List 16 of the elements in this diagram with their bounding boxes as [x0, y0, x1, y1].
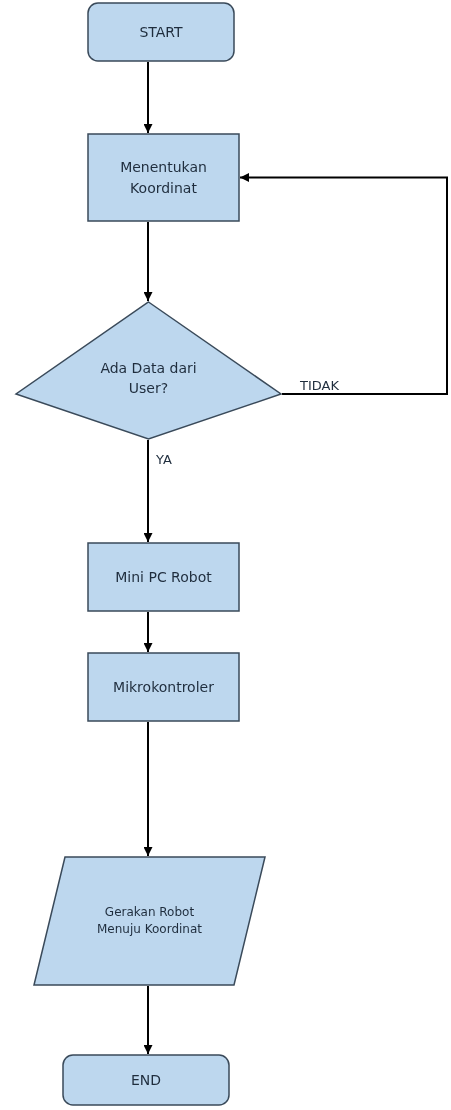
node-label: Mini PC Robot [115, 567, 212, 587]
arrow [143, 721, 153, 857]
edge-label: YA [154, 452, 174, 467]
node-label: Mikrokontroler [113, 677, 214, 697]
arrow [143, 61, 153, 134]
edge-label: TIDAK [298, 378, 341, 393]
node-label: Menentukan Koordinat [119, 158, 208, 198]
node-label: Ada Data dari User? [99, 359, 198, 399]
arrow [239, 173, 448, 395]
arrow [143, 985, 153, 1055]
arrow [143, 221, 153, 302]
node-label: Gerakan Robot Menuju Koordinat [96, 903, 203, 938]
arrow [143, 439, 153, 543]
node-label: START [139, 22, 183, 42]
arrow [143, 611, 153, 653]
node-label: END [130, 1070, 162, 1090]
